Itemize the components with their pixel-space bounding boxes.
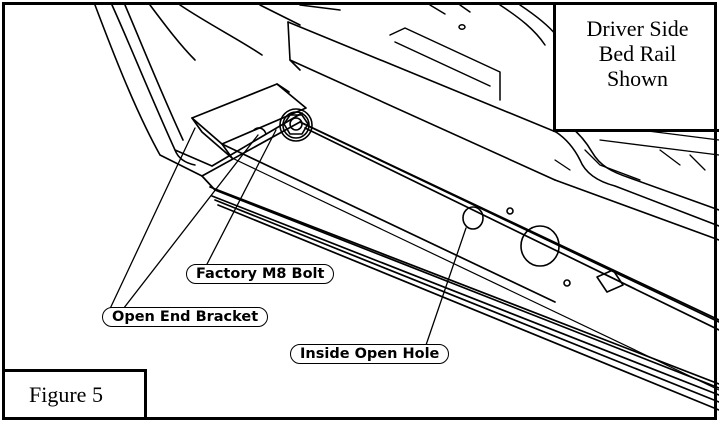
figure-label: Figure 5 bbox=[29, 382, 103, 407]
note-line-2: Bed Rail bbox=[598, 41, 677, 66]
driver-side-note: Driver Side Bed Rail Shown bbox=[553, 5, 719, 132]
note-line-1: Driver Side bbox=[586, 16, 689, 41]
rail-body bbox=[201, 112, 719, 411]
inside-open-hole bbox=[462, 206, 484, 230]
factory-m8-bolt-callout: Factory M8 Bolt bbox=[186, 264, 335, 284]
flange-pad bbox=[389, 4, 557, 101]
factory-m8-bolt bbox=[253, 108, 313, 142]
leader-lines bbox=[107, 127, 467, 349]
bed-floor-lines bbox=[554, 129, 719, 181]
figure-label-box: Figure 5 bbox=[5, 369, 147, 417]
rail-holes bbox=[462, 206, 624, 293]
inside-open-hole-callout: Inside Open Hole bbox=[290, 344, 450, 364]
note-line-3: Shown bbox=[606, 66, 669, 91]
rail-top-flange bbox=[287, 21, 719, 241]
open-end-bracket-callout: Open End Bracket bbox=[102, 307, 269, 327]
bed-wall bbox=[94, 4, 341, 177]
open-end-bracket bbox=[191, 83, 307, 159]
